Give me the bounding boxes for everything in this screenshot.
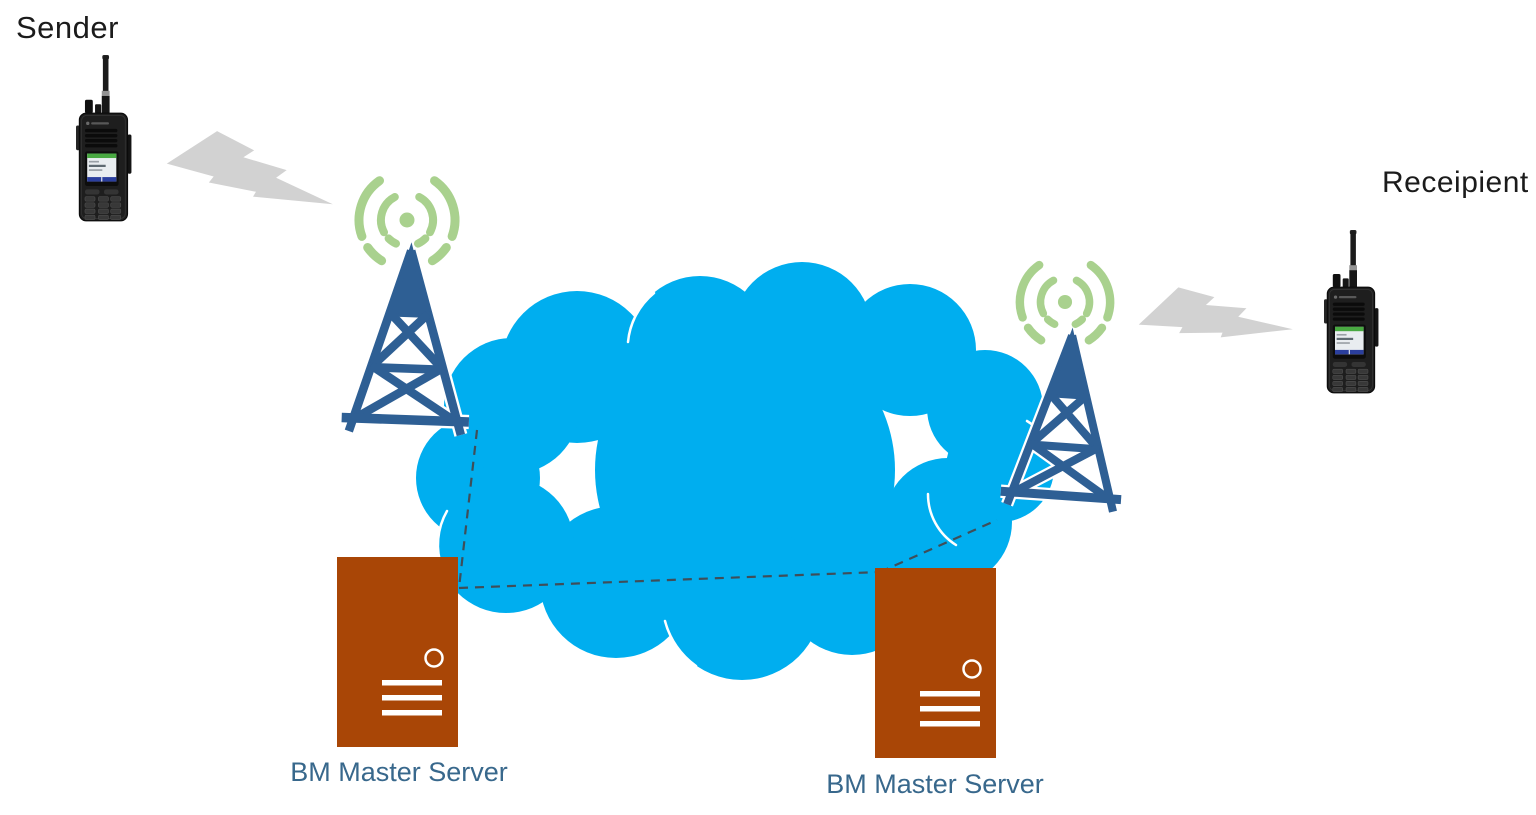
sender-label: Sender xyxy=(16,10,119,45)
server-left-icon xyxy=(335,555,460,749)
recipient-radio-icon xyxy=(1323,229,1379,394)
server-right-icon xyxy=(873,566,998,760)
signal-waves-left-icon xyxy=(359,181,455,261)
recipient-label: Receipient xyxy=(1382,166,1529,199)
signal-bolt-left-icon xyxy=(162,105,333,248)
signal-bolt-right-icon xyxy=(1132,249,1293,393)
radio-tower-left-icon xyxy=(341,247,475,436)
server-right-label: BM Master Server xyxy=(826,769,1044,799)
server-left-label: BM Master Server xyxy=(290,757,508,787)
network-link-dashed xyxy=(457,429,998,590)
internet-cloud-icon xyxy=(416,262,1054,680)
sender-radio-icon xyxy=(75,54,133,222)
signal-waves-right-icon xyxy=(1020,265,1110,340)
